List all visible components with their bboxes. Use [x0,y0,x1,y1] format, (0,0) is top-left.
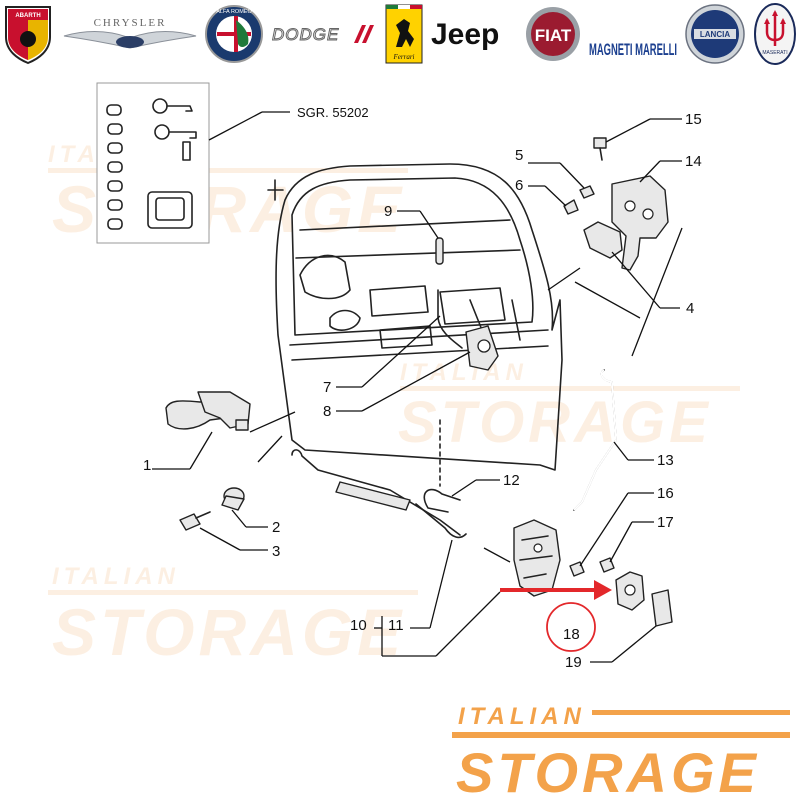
part-4-actuator [583,221,623,259]
part-label-14: 14 [685,153,702,170]
brand-dodge: DODGE [270,2,378,66]
part-label-4: 4 [686,300,694,317]
part-6-screw [563,199,579,215]
brand-chrysler: CHRYSLER [60,2,200,66]
chrysler-wings-icon: CHRYSLER [63,17,197,49]
part-label-17: 17 [657,514,674,531]
part-7-8-rod-bracket [437,289,499,371]
maserati-label: MASERATI [762,50,787,56]
dodge-stripes-icon: DODGE [272,25,374,45]
watermark-faint-middle-small: ITALIAN [400,359,528,386]
part-label-8: 8 [323,403,331,420]
lancia-badge-icon: LANCIA [685,4,745,64]
door-panel [267,163,563,471]
maserati-trident-icon: MASERATI [754,3,796,65]
leader-lines [152,118,683,663]
fiat-badge-icon: FIAT [526,7,580,61]
kit-reference-label: SGR. 55202 [297,105,369,120]
part-15-bolt [593,137,607,161]
part-19-shim-plate [651,589,673,627]
brand-maserati: MASERATI [752,2,798,66]
watermark-faint-middle: ITALIAN STORAGE [398,359,740,455]
highlight-callout [500,580,612,652]
jeep-label: Jeep [431,18,499,51]
part-label-11: 11 [388,617,404,634]
part-label-10: 10 [350,617,367,634]
part-label-16: 16 [657,485,674,502]
magneti-marelli-wordmark-icon: MAGNETI MARELLI [589,40,677,59]
abarth-label: ABARTH [15,13,40,19]
part-13-rod [573,369,617,511]
brand-jeep: Jeep [428,2,516,66]
lock-kit-box: SGR. 55202 [96,82,369,244]
jeep-wordmark-icon: Jeep [431,18,499,51]
brand-magneti-marelli: MAGNETI MARELLI [586,2,680,66]
part-label-19: 19 [565,654,582,671]
part-1-door-handle [165,391,251,431]
part-10-11-cable [291,449,467,539]
brand-ferrari: Ferrari [382,2,426,66]
part-5-screw [579,185,595,199]
brand-fiat: FIAT [522,2,584,66]
part-label-2: 2 [272,519,280,536]
watermark-faint-bottom-small: ITALIAN [52,563,180,590]
part-label-1: 1 [143,457,151,474]
part-3-screw [179,511,211,531]
part-12-rod [423,419,461,513]
alfa-romeo-label: ALFA ROMEO [216,9,252,15]
brand-alfa-romeo: ALFA ROMEO [202,2,266,66]
watermark-faint-middle-big: STORAGE [398,390,712,455]
door-lock-body [513,519,561,597]
brand-abarth: ABARTH [0,2,56,66]
part-14-latch-assembly [611,175,669,271]
part-label-3: 3 [272,543,280,560]
part-9-pin [435,237,444,265]
chrysler-label: CHRYSLER [94,17,167,29]
dodge-label: DODGE [272,25,339,44]
italian-storage-logo: ITALIAN STORAGE [452,703,790,800]
brand-lancia: LANCIA [682,2,748,66]
logo-small-text: ITALIAN [458,703,586,730]
watermark-faint-bottom: ITALIAN STORAGE [48,563,418,669]
part-label-13: 13 [657,452,674,469]
lancia-label: LANCIA [700,30,730,39]
part-label-6: 6 [515,177,523,194]
part-2-bushing [221,487,245,511]
abarth-scorpion-shield-icon: ABARTH [5,6,51,65]
watermark-faint-bottom-big: STORAGE [52,595,405,669]
part-label-9: 9 [384,203,392,220]
magneti-marelli-label: MAGNETI MARELLI [589,40,677,59]
part-label-5: 5 [515,147,523,164]
ferrari-horse-icon: Ferrari [385,4,423,64]
part-label-15: 15 [685,111,702,128]
ferrari-label: Ferrari [393,53,415,61]
part-label-7: 7 [323,379,331,396]
alfa-romeo-badge-icon: ALFA ROMEO [205,5,263,63]
part-label-12: 12 [503,472,520,489]
part-label-18: 18 [563,626,580,643]
part-17-screw [599,557,615,573]
part-number-labels: 1 2 3 4 5 6 7 8 9 10 11 12 13 14 15 16 1… [143,111,702,671]
part-18-striker [615,571,645,611]
logo-big-text: STORAGE [456,741,760,800]
fiat-label: FIAT [535,26,572,45]
